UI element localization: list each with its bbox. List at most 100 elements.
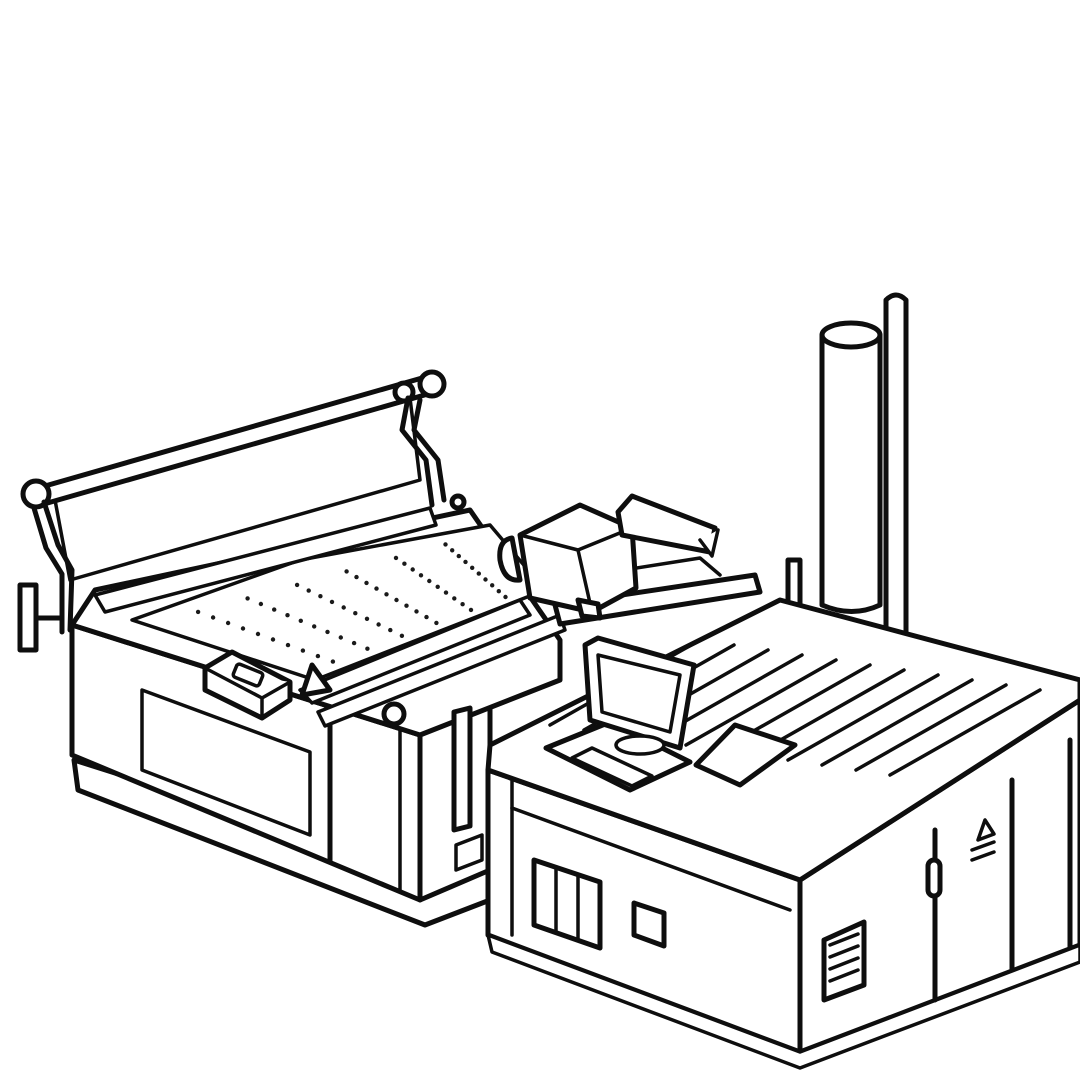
workstation-base [543, 719, 693, 793]
perforation-dot [394, 597, 399, 603]
top-surface-lip [486, 743, 492, 772]
conveyor-slat [854, 683, 1008, 772]
perforation-dot [414, 609, 419, 614]
conveyor-machine [485, 292, 1080, 1070]
conveyor-slat [820, 678, 974, 767]
perforation-dot [364, 616, 370, 621]
cutting-head-side-cap [497, 535, 523, 583]
perforation-dot [463, 559, 468, 565]
perforation-dot [435, 584, 440, 589]
perforation-dot [399, 633, 405, 638]
cabinet-base-strip [486, 933, 1080, 1070]
bed-front-knob [381, 701, 407, 727]
perforation-dot [460, 602, 465, 607]
perforation-dot [384, 592, 389, 597]
conveyor-slat [684, 658, 838, 747]
perforation-dot [298, 618, 303, 623]
perforation-dot [452, 596, 457, 601]
perforation-dot [195, 609, 201, 615]
front-rail-strip-2 [316, 613, 567, 728]
perforation-dot [270, 637, 276, 642]
perforation-dot [450, 548, 455, 553]
vertical-pole [883, 292, 909, 643]
cutting-bed-machine [17, 369, 567, 928]
cabinet-front-line [510, 806, 792, 912]
roll-end-right [417, 369, 447, 399]
perforation-dot [325, 629, 330, 635]
roll-arm-right-inner [411, 397, 447, 503]
cutting-head-assembly [497, 493, 763, 627]
perforation-dot [443, 542, 448, 547]
perforation-dot [468, 607, 474, 613]
perforation-dot [483, 577, 488, 582]
perforation-dot [300, 648, 306, 653]
perforation-dot [210, 615, 216, 620]
perforation-dot [476, 571, 481, 576]
perforation-dot [354, 574, 359, 580]
cabinet-door-handle [925, 857, 943, 899]
perforation-dot [503, 594, 508, 600]
perforation-dot [245, 596, 250, 601]
perforation-dot [456, 553, 461, 559]
perforation-dot [364, 580, 369, 586]
perforation-dot [393, 555, 399, 561]
perforation-dot [341, 605, 346, 610]
vertical-column [819, 332, 883, 614]
perforation-dot [388, 627, 393, 633]
front-small-square [631, 900, 667, 949]
rail-post-cap [449, 493, 467, 511]
perforation-dot [318, 594, 323, 599]
perforation-dot [490, 583, 495, 588]
roll-arm-left [41, 499, 75, 633]
perforation-dot [365, 646, 370, 651]
perforation-dot [329, 599, 335, 605]
monitor-display [596, 653, 682, 734]
perforation-dot [427, 578, 432, 584]
roll-arm-right [399, 395, 435, 508]
perforation-dot [338, 635, 343, 640]
perforation-dot [410, 567, 415, 572]
perforation-dot [351, 640, 357, 646]
cutting-head-nozzle [575, 597, 603, 621]
monitor-stand [614, 734, 666, 756]
perforation-dot [294, 582, 300, 588]
side-document-tray [693, 722, 798, 788]
roll-arm-left-inner [31, 505, 65, 635]
perforation-dot [418, 573, 424, 578]
perforation-dot [374, 586, 379, 591]
perforation-dot [376, 622, 381, 627]
front-rail-strip [298, 598, 532, 705]
perforation-dot [330, 659, 336, 664]
perforation-dot [424, 614, 429, 620]
perforation-dot [306, 588, 311, 593]
gantry-beam [552, 572, 763, 627]
control-panel-display [231, 662, 265, 688]
junction-rod [451, 705, 473, 833]
bed-front-panel [140, 688, 312, 837]
conveyor-slat [786, 673, 940, 762]
perforation-dot [470, 565, 475, 570]
perforation-dot [258, 601, 264, 607]
perforation-dot [353, 611, 358, 616]
perforation-dot [240, 626, 246, 631]
perforation-dot [315, 653, 321, 659]
vent-grille-lines [828, 932, 860, 983]
handle-left [17, 582, 39, 653]
column-top [819, 320, 883, 350]
perforation-dot [225, 620, 231, 626]
perforation-dot [496, 589, 501, 594]
perforation-dot [255, 631, 261, 637]
bed-end-small-door [454, 833, 484, 872]
back-rail [93, 506, 438, 614]
bed-front-fin [299, 662, 333, 698]
perforation-dot [344, 569, 349, 574]
perforation-dot [312, 624, 317, 629]
perforation-dot [285, 613, 290, 618]
perforation-dot [434, 620, 439, 626]
keyboard [570, 746, 654, 788]
monitor-workstation [543, 635, 798, 793]
perforation-dot [285, 642, 291, 648]
perforation-dot [402, 561, 407, 566]
